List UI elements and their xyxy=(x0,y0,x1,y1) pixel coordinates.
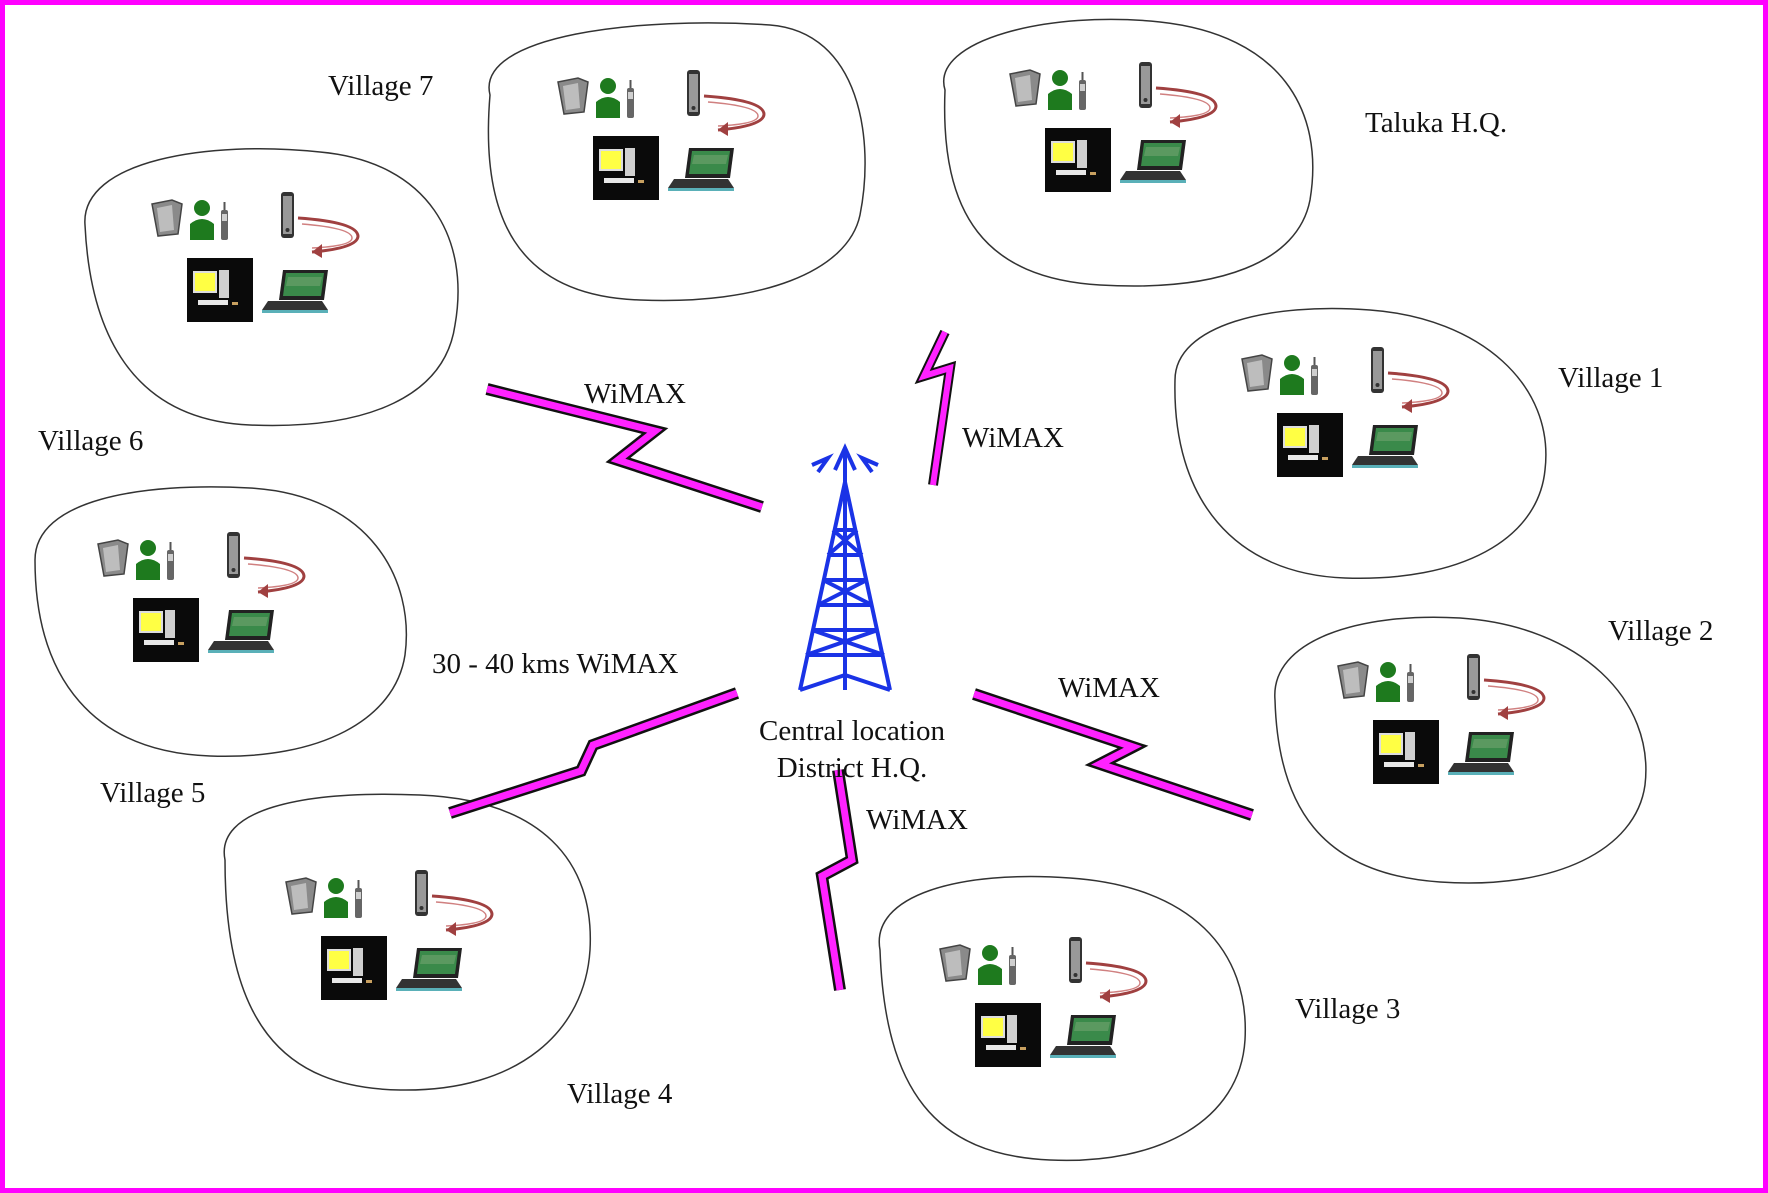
region-label-village-1: Village 1 xyxy=(1558,362,1663,394)
region-label-taluka-hq: Taluka H.Q. xyxy=(1365,107,1507,139)
wimax-link-village-6 xyxy=(485,383,764,513)
region-label-village-5: Village 5 xyxy=(100,777,205,809)
wimax-link-village-2 xyxy=(972,688,1254,821)
region-village-3 xyxy=(878,875,1246,1162)
link-label-distance: 30 - 40 kms WiMAX xyxy=(432,648,678,680)
link-label-taluka-hq: WiMAX xyxy=(962,422,1064,454)
region-village-5 xyxy=(34,486,408,758)
region-village-1 xyxy=(1174,307,1547,579)
link-label-village-3: WiMAX xyxy=(866,804,968,836)
central-location-label: Central location xyxy=(759,715,946,747)
devices-village-6 xyxy=(150,190,360,324)
wimax-link-village-3 xyxy=(815,769,859,991)
devices-taluka-hq xyxy=(1008,60,1218,194)
devices-village-3 xyxy=(938,935,1148,1069)
devices-village-5 xyxy=(96,530,306,664)
district-hq-label: District H.Q. xyxy=(777,752,928,784)
wimax-tower-icon xyxy=(798,443,892,692)
devices-village-4 xyxy=(284,868,494,1002)
link-label-village-6: WiMAX xyxy=(584,378,686,410)
region-label-village-6: Village 6 xyxy=(38,425,143,457)
region-label-village-7: Village 7 xyxy=(328,70,433,102)
region-village-2 xyxy=(1274,616,1647,884)
region-label-village-4: Village 4 xyxy=(567,1078,673,1110)
devices-village-7 xyxy=(556,68,766,202)
devices-village-2 xyxy=(1336,652,1546,786)
region-village-7 xyxy=(487,22,866,302)
devices-village-1 xyxy=(1240,345,1450,479)
region-village-6 xyxy=(84,147,459,427)
region-village-4 xyxy=(223,793,592,1091)
region-taluka-hq xyxy=(942,18,1314,287)
wimax-link-taluka-hq xyxy=(914,329,957,486)
link-label-village-2: WiMAX xyxy=(1058,672,1160,704)
wimax-link-village-4 xyxy=(448,687,740,819)
region-label-village-3: Village 3 xyxy=(1295,993,1400,1025)
region-label-village-2: Village 2 xyxy=(1608,615,1713,647)
